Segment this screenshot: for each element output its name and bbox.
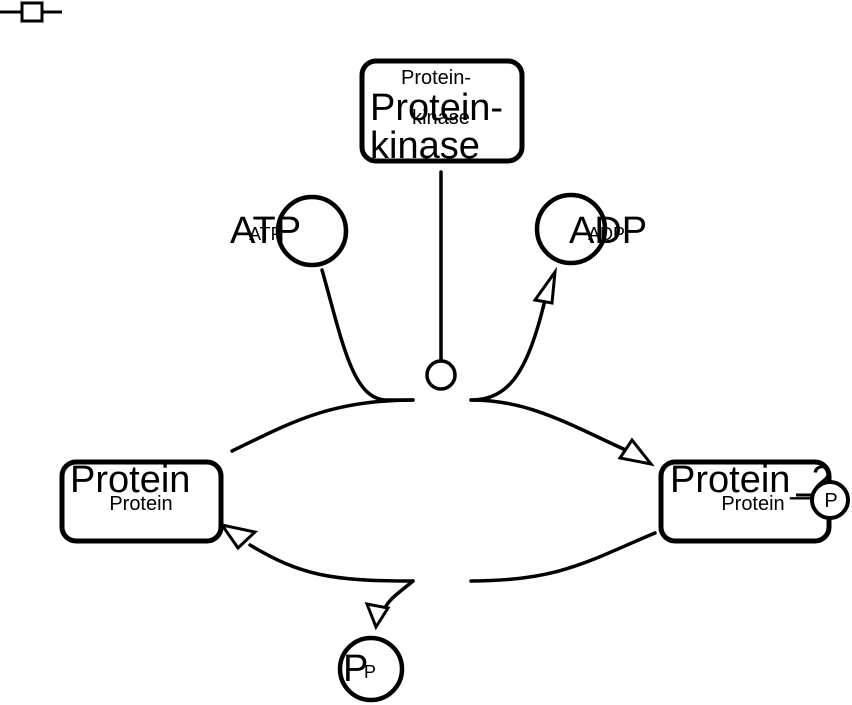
- pi-release-edge: [383, 579, 415, 610]
- process-node-icon: [0, 1, 62, 23]
- adp-sublabel: ADP: [588, 224, 625, 244]
- kinase-sublabel-line2: kinase: [412, 107, 470, 129]
- protein-p-node[interactable]: Protein_2 Protein P: [658, 459, 850, 544]
- protein-kinase-node[interactable]: Protein- kinase Protein- kinase: [359, 58, 525, 167]
- catalysis-marker: [425, 359, 457, 391]
- kinase-title-line2: kinase: [370, 125, 480, 167]
- phospho-state-icon: [810, 480, 850, 520]
- adp-title: ADP: [569, 210, 647, 252]
- protein-sublabel: Protein: [109, 493, 172, 515]
- atp-node[interactable]: ATP ATP: [230, 194, 349, 268]
- protein-p-arrowhead: [617, 437, 655, 467]
- adp-node[interactable]: ADP ADP: [534, 192, 647, 266]
- atp-consumption-edge: [320, 268, 415, 402]
- atp-sublabel: ATP: [249, 224, 283, 244]
- atp-title: ATP: [230, 210, 301, 252]
- protein-p-sublabel: Protein: [721, 493, 784, 515]
- dephosphorylation-input-edge: [469, 531, 657, 583]
- pi-title: P: [343, 648, 368, 690]
- phospho-state-label: P: [824, 490, 837, 512]
- pi-arrowhead: [364, 602, 391, 631]
- protein-arrowhead: [218, 522, 259, 551]
- pi-node[interactable]: P P: [337, 635, 405, 703]
- dephosphorylation-output-edge: [248, 543, 415, 583]
- kinase-title-line1: Protein-: [370, 87, 503, 129]
- protein-title: Protein: [70, 459, 190, 501]
- protein-node[interactable]: Protein Protein: [59, 459, 224, 544]
- kinase-sublabel-line1: Protein-: [401, 67, 471, 89]
- phosphorylation-output-edge: [469, 398, 632, 454]
- adp-arrowhead: [532, 266, 558, 305]
- phosphorylation-input-edge: [230, 398, 415, 453]
- adp-production-edge: [469, 298, 547, 402]
- pi-sublabel: P: [364, 662, 376, 682]
